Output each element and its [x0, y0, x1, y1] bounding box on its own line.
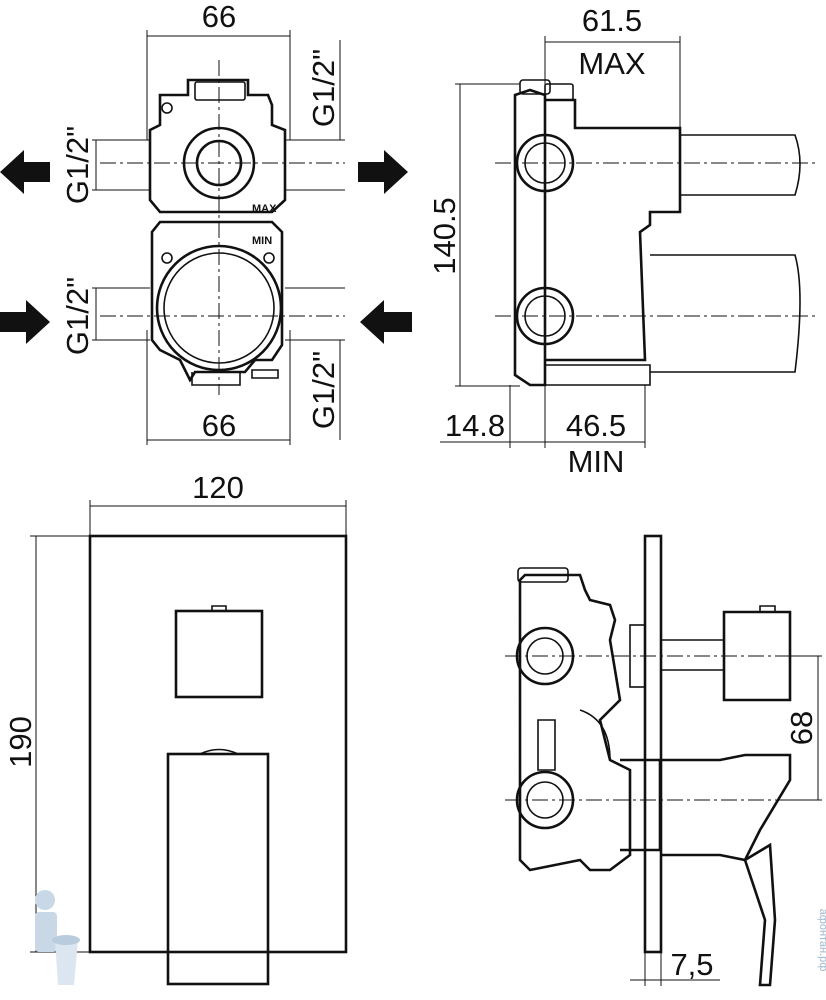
- min-label: MIN: [568, 444, 625, 479]
- watermark-logo: [35, 890, 80, 985]
- plate-height-label: 190: [3, 716, 38, 768]
- min-mark: MIN: [252, 235, 272, 247]
- max-mark: MAX: [252, 203, 277, 215]
- offset-label: 14.8: [445, 408, 505, 443]
- handle-spacing-label: 68: [784, 711, 819, 745]
- valve-side-view: 61.5 MAX 140.5 14.8 46.5 MIN: [427, 3, 815, 479]
- assembly-side-view: 68 7,5: [505, 534, 822, 987]
- left-upper-thread-label: G1/2": [60, 126, 95, 204]
- inlet-arrow-right-icon: [360, 300, 412, 344]
- front-width-bottom-label: 66: [202, 408, 236, 443]
- right-lower-thread-label: G1/2": [306, 351, 341, 429]
- outlet-arrow-right-icon: [358, 150, 408, 194]
- depth-min-label: 46.5: [566, 408, 626, 443]
- front-width-top-label: 66: [202, 0, 236, 34]
- outlet-arrow-left-icon: [0, 150, 50, 194]
- depth-max-label: 61.5: [582, 3, 642, 38]
- side-height-label: 140.5: [427, 197, 462, 275]
- plate-thickness-label: 7,5: [670, 947, 713, 982]
- max-label: MAX: [578, 46, 646, 81]
- right-upper-thread-label: G1/2": [306, 49, 341, 127]
- cover-plate-front-view: 120 190: [3, 470, 348, 986]
- valve-front-view: 66 66 MAX MIN: [0, 0, 412, 445]
- watermark-text: афонтан.рф: [817, 909, 826, 972]
- left-lower-thread-label: G1/2": [60, 277, 95, 355]
- plate-width-label: 120: [192, 470, 244, 505]
- inlet-arrow-left-icon: [0, 300, 50, 344]
